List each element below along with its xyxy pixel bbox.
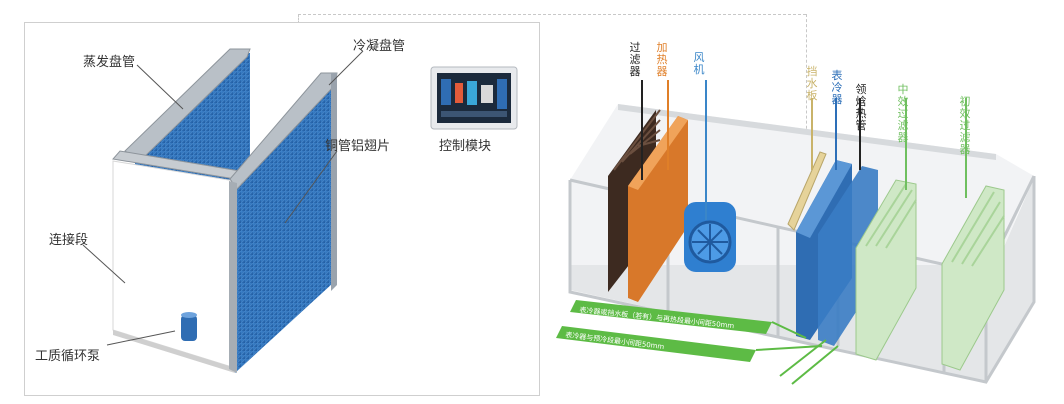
label-fan: 风机 [692, 52, 706, 76]
label-medium-filter: 中效过滤器 [896, 84, 910, 144]
circulation-pump [181, 315, 197, 341]
pump-label: 工质循环泵 [35, 345, 100, 364]
control-module-label: 控制模块 [439, 135, 491, 154]
condenser-label: 冷凝盘管 [353, 35, 405, 54]
connector-label: 连接段 [49, 229, 88, 248]
label-primary-filter: 初效过滤器 [958, 96, 972, 156]
label-heater: 加热器 [655, 42, 669, 78]
label-heat-pipe: 领焓热管 [854, 84, 868, 132]
fins-label: 铜管铝翅片 [325, 135, 390, 154]
dashed-line-top [298, 14, 806, 15]
heat-pipe-module-panel: 蒸发盘管 冷凝盘管 铜管铝翅片 连接段 工质循环泵 控制模块 [24, 22, 540, 396]
label-filter: 过滤器 [628, 42, 642, 78]
evaporator-label: 蒸发盘管 [83, 51, 135, 70]
heat-pipe-illustration [25, 23, 539, 395]
control-module-device [431, 67, 517, 129]
label-cooling-coil: 表冷器 [830, 70, 844, 106]
label-eliminator: 挡水板 [805, 66, 819, 102]
fan-unit [684, 202, 736, 272]
